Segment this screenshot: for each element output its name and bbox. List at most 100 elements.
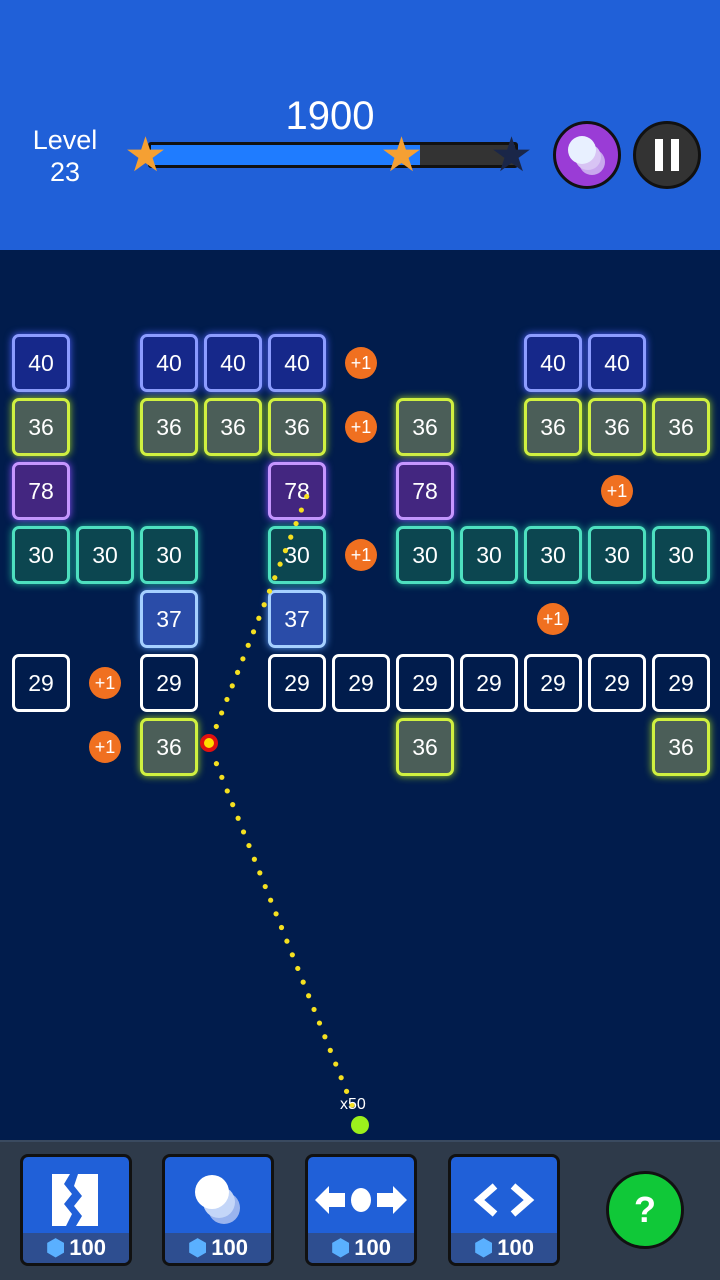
- trajectory-dot: [349, 1102, 355, 1108]
- brick: 30: [396, 526, 454, 584]
- brick: 29: [652, 654, 710, 712]
- brick: 36: [396, 718, 454, 776]
- powerup-cost: 100: [354, 1235, 391, 1260]
- trajectory-dot: [284, 938, 290, 944]
- trajectory-dot: [338, 1075, 344, 1081]
- gem-icon: ⬢: [331, 1235, 351, 1260]
- trajectory-dot: [219, 774, 225, 780]
- powerup-cost: 100: [211, 1235, 248, 1260]
- trajectory-dot: [282, 548, 289, 554]
- trajectory-dot: [277, 561, 283, 567]
- brick: 30: [652, 526, 710, 584]
- trajectory-dot: [256, 615, 262, 621]
- brick: 36: [524, 398, 582, 456]
- brick: 40: [588, 334, 646, 392]
- extra-ball-pickup: +1: [89, 667, 121, 699]
- brick: 29: [524, 654, 582, 712]
- trajectory-dot: [288, 534, 294, 540]
- brick: 30: [268, 526, 326, 584]
- powerup-horizontal-laser-button[interactable]: ⬢100: [305, 1154, 417, 1266]
- trajectory-dot: [268, 897, 274, 903]
- extra-ball-pickup: +1: [601, 475, 633, 507]
- trajectory-dot: [213, 723, 219, 730]
- pause-icon: [655, 139, 679, 171]
- trajectory-dot: [295, 965, 301, 972]
- brick: 30: [524, 526, 582, 584]
- trajectory-dot: [234, 669, 241, 675]
- brick: 29: [12, 654, 70, 712]
- brick: 29: [140, 654, 198, 712]
- brick: 29: [332, 654, 390, 712]
- powerup-break-row-button[interactable]: ⬢100: [20, 1154, 132, 1266]
- brick: 36: [588, 398, 646, 456]
- trajectory-dot: [327, 1047, 333, 1053]
- trajectory-dot: [224, 696, 230, 703]
- brick: 30: [140, 526, 198, 584]
- aim-target-marker: [200, 734, 218, 752]
- score-progress-bar: [148, 142, 518, 168]
- brick: 78: [396, 462, 454, 520]
- brick: 78: [12, 462, 70, 520]
- trajectory-dot: [311, 1006, 317, 1013]
- brick: 29: [460, 654, 518, 712]
- top-bar: Level 23 1900 ★ ★ ★: [0, 0, 720, 250]
- brick: 37: [140, 590, 198, 648]
- trajectory-dot: [251, 856, 257, 862]
- brick: 36: [652, 718, 710, 776]
- ball-count: x50: [340, 1096, 366, 1113]
- ball-skin-button[interactable]: [553, 121, 621, 189]
- help-button[interactable]: ?: [606, 1171, 684, 1249]
- star-icon: ★: [380, 129, 424, 182]
- brick: 37: [268, 590, 326, 648]
- brick: 30: [76, 526, 134, 584]
- trajectory-dot: [257, 870, 263, 876]
- star-icon: ★: [490, 129, 534, 182]
- trajectory-dot: [306, 993, 312, 999]
- trajectory-dot: [246, 842, 252, 849]
- powerup-widen-aim-button[interactable]: ⬢100: [448, 1154, 560, 1266]
- trajectory-dot: [322, 1034, 328, 1040]
- brick: 29: [396, 654, 454, 712]
- gem-icon: ⬢: [474, 1235, 494, 1260]
- powerup-extra-balls-button[interactable]: ⬢100: [162, 1154, 274, 1266]
- brick: 40: [524, 334, 582, 392]
- horizontal-arrows-icon: [315, 1186, 407, 1214]
- score: 1900: [285, 94, 375, 138]
- trajectory-dot: [304, 493, 310, 500]
- brick: 40: [12, 334, 70, 392]
- level-indicator: Level 23: [20, 124, 110, 188]
- trajectory-dot: [272, 575, 278, 581]
- launcher-ball[interactable]: [351, 1116, 369, 1134]
- brick: 30: [588, 526, 646, 584]
- powerup-cost: 100: [497, 1235, 534, 1260]
- brick: 30: [12, 526, 70, 584]
- brick: 36: [140, 398, 198, 456]
- brick: 40: [140, 334, 198, 392]
- trajectory-dot: [219, 710, 225, 716]
- trajectory-dot: [240, 656, 246, 662]
- pause-button[interactable]: [633, 121, 701, 189]
- trajectory-dot: [240, 829, 247, 835]
- trajectory-dot: [235, 815, 241, 821]
- trajectory-dot: [343, 1088, 350, 1094]
- gem-icon: ⬢: [46, 1235, 66, 1260]
- trajectory-dot: [266, 588, 273, 594]
- brick: 40: [268, 334, 326, 392]
- trajectory-dot: [230, 802, 236, 808]
- trajectory-dot: [213, 761, 220, 767]
- brick: 36: [204, 398, 262, 456]
- trajectory-dot: [229, 683, 235, 689]
- extra-ball-pickup: +1: [89, 731, 121, 763]
- trajectory-dot: [261, 602, 267, 608]
- brick: 40: [204, 334, 262, 392]
- trajectory-dot: [293, 520, 299, 527]
- trajectory-dot: [262, 883, 268, 890]
- powerup-cost: 100: [69, 1235, 106, 1260]
- balls-icon: [195, 1175, 240, 1224]
- progress-fill: [151, 145, 421, 165]
- trajectory-dot: [316, 1020, 323, 1026]
- aim-trajectory: [200, 493, 369, 1134]
- brick: 36: [652, 398, 710, 456]
- extra-ball-pickup: +1: [537, 603, 569, 635]
